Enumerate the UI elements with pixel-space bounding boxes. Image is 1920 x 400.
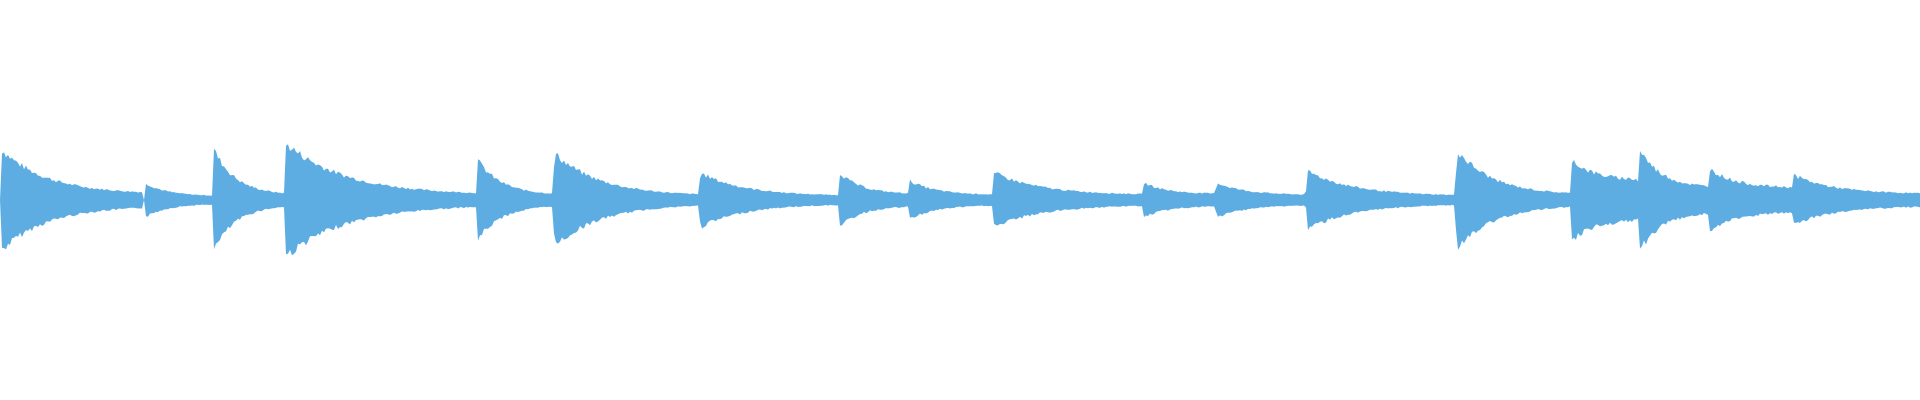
waveform-shape bbox=[0, 144, 1920, 256]
